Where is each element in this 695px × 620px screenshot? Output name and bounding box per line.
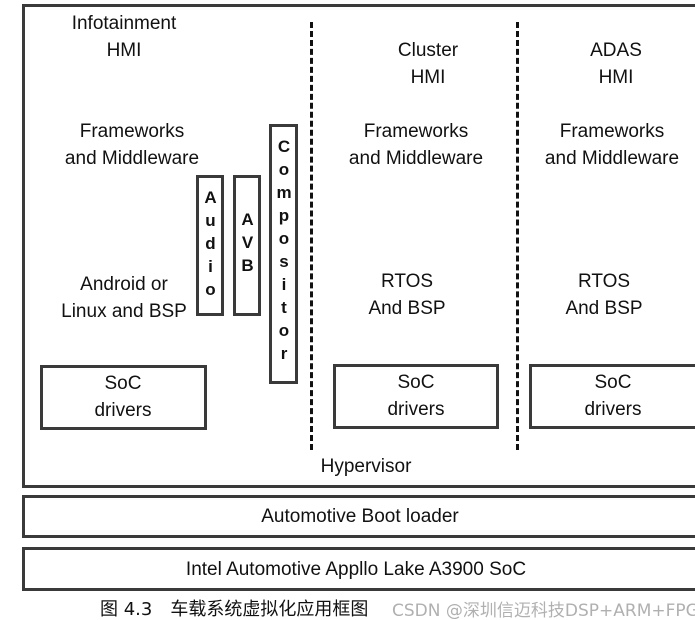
label: Cluster	[397, 40, 459, 61]
hypervisor-label: Hypervisor	[320, 456, 412, 477]
label: HMI	[598, 67, 634, 88]
partition-divider	[516, 22, 519, 450]
bootloader-label: Automotive Boot loader	[261, 506, 459, 527]
cluster-soc-drivers	[333, 364, 499, 429]
label: SoC	[104, 373, 142, 394]
audio-label: Audio	[201, 188, 220, 303]
hypervisor-box	[22, 4, 695, 488]
infotainment-frameworks: Frameworks and Middleware	[65, 118, 199, 172]
avb-box: AVB	[233, 175, 261, 316]
compositor-box: Compositor	[269, 124, 298, 384]
label: Frameworks	[559, 121, 665, 142]
cluster-frameworks: Frameworks and Middleware	[349, 118, 483, 172]
label: drivers	[387, 399, 445, 420]
cluster-soc-label: SoC drivers	[387, 369, 444, 423]
label: and Middleware	[544, 148, 680, 169]
adas-soc-label: SoC drivers	[584, 369, 641, 423]
label: Infotainment	[71, 13, 177, 34]
label: HMI	[410, 67, 446, 88]
soc-box: Intel Automotive Appllo Lake A3900 SoC	[22, 547, 695, 591]
label: drivers	[94, 400, 152, 421]
label: And BSP	[565, 298, 643, 319]
label: RTOS	[577, 271, 631, 292]
soc-label: Intel Automotive Appllo Lake A3900 SoC	[185, 559, 527, 580]
label: Frameworks	[363, 121, 469, 142]
label: RTOS	[380, 271, 434, 292]
adas-title: ADAS HMI	[590, 37, 642, 91]
audio-box: Audio	[196, 175, 224, 316]
figure-caption: 图 4.3 车载系统虚拟化应用框图	[100, 599, 369, 620]
label: And BSP	[368, 298, 446, 319]
avb-label: AVB	[238, 210, 257, 279]
label: SoC	[397, 372, 435, 393]
label: and Middleware	[348, 148, 484, 169]
adas-soc-drivers	[529, 364, 695, 429]
compositor-label: Compositor	[274, 137, 294, 367]
label: ADAS	[590, 40, 642, 61]
adas-frameworks: Frameworks and Middleware	[545, 118, 679, 172]
cluster-os: RTOS And BSP	[368, 268, 445, 322]
label: drivers	[584, 399, 642, 420]
infotainment-soc-drivers	[40, 365, 207, 430]
label: Linux and BSP	[61, 301, 187, 322]
label: HMI	[106, 40, 142, 61]
watermark: CSDN @深圳信迈科技DSP+ARM+FPGA	[392, 601, 695, 620]
adas-os: RTOS And BSP	[565, 268, 642, 322]
label: Frameworks	[79, 121, 185, 142]
label: and Middleware	[64, 148, 200, 169]
bootloader-box: Automotive Boot loader	[22, 495, 695, 538]
infotainment-soc-label: SoC drivers	[94, 370, 151, 424]
infotainment-os: Android or Linux and BSP	[61, 271, 187, 325]
partition-divider	[310, 22, 313, 450]
label: Android or	[80, 274, 168, 295]
label: SoC	[594, 372, 632, 393]
